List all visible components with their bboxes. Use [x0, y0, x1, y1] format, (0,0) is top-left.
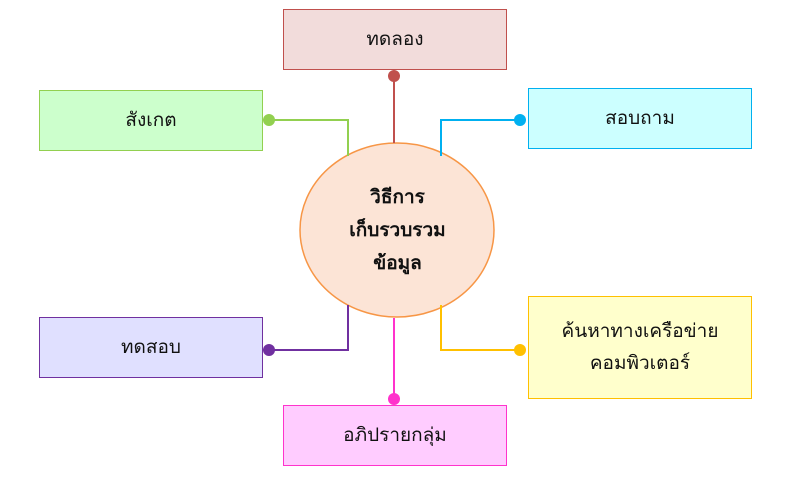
- center-line: เก็บรวบรวม: [349, 218, 446, 241]
- node-label: สอบถาม: [605, 106, 675, 129]
- node-group-discussion: อภิปรายกลุ่ม: [283, 405, 507, 466]
- connector-bottom: [388, 318, 400, 405]
- center-node: วิธีการ เก็บรวบรวม ข้อมูล: [300, 143, 495, 318]
- center-ellipse: [299, 142, 495, 318]
- connector-right-top: [440, 114, 526, 156]
- node-label: ทดสอบ: [121, 335, 181, 358]
- node-label: อภิปรายกลุ่ม: [343, 423, 447, 446]
- node-observe: สังเกต: [39, 90, 263, 151]
- node-label: ค้นหาทางเครือข่าย: [561, 320, 719, 343]
- center-line: วิธีการ: [370, 185, 425, 208]
- connector-left-top: [263, 114, 349, 156]
- connector-top: [388, 70, 400, 143]
- connector-left-bottom: [263, 305, 349, 356]
- node-inquire: สอบถาม: [528, 88, 752, 149]
- node-experiment: ทดลอง: [283, 9, 507, 70]
- connector-right-bottom: [440, 305, 526, 356]
- node-label: สังเกต: [125, 108, 177, 131]
- node-test: ทดสอบ: [39, 317, 263, 378]
- center-line: ข้อมูล: [373, 252, 422, 275]
- node-internet-search: ค้นหาทางเครือข่าย คอมพิวเตอร์: [528, 296, 752, 399]
- node-label: คอมพิวเตอร์: [589, 351, 691, 374]
- node-label: ทดลอง: [366, 27, 424, 50]
